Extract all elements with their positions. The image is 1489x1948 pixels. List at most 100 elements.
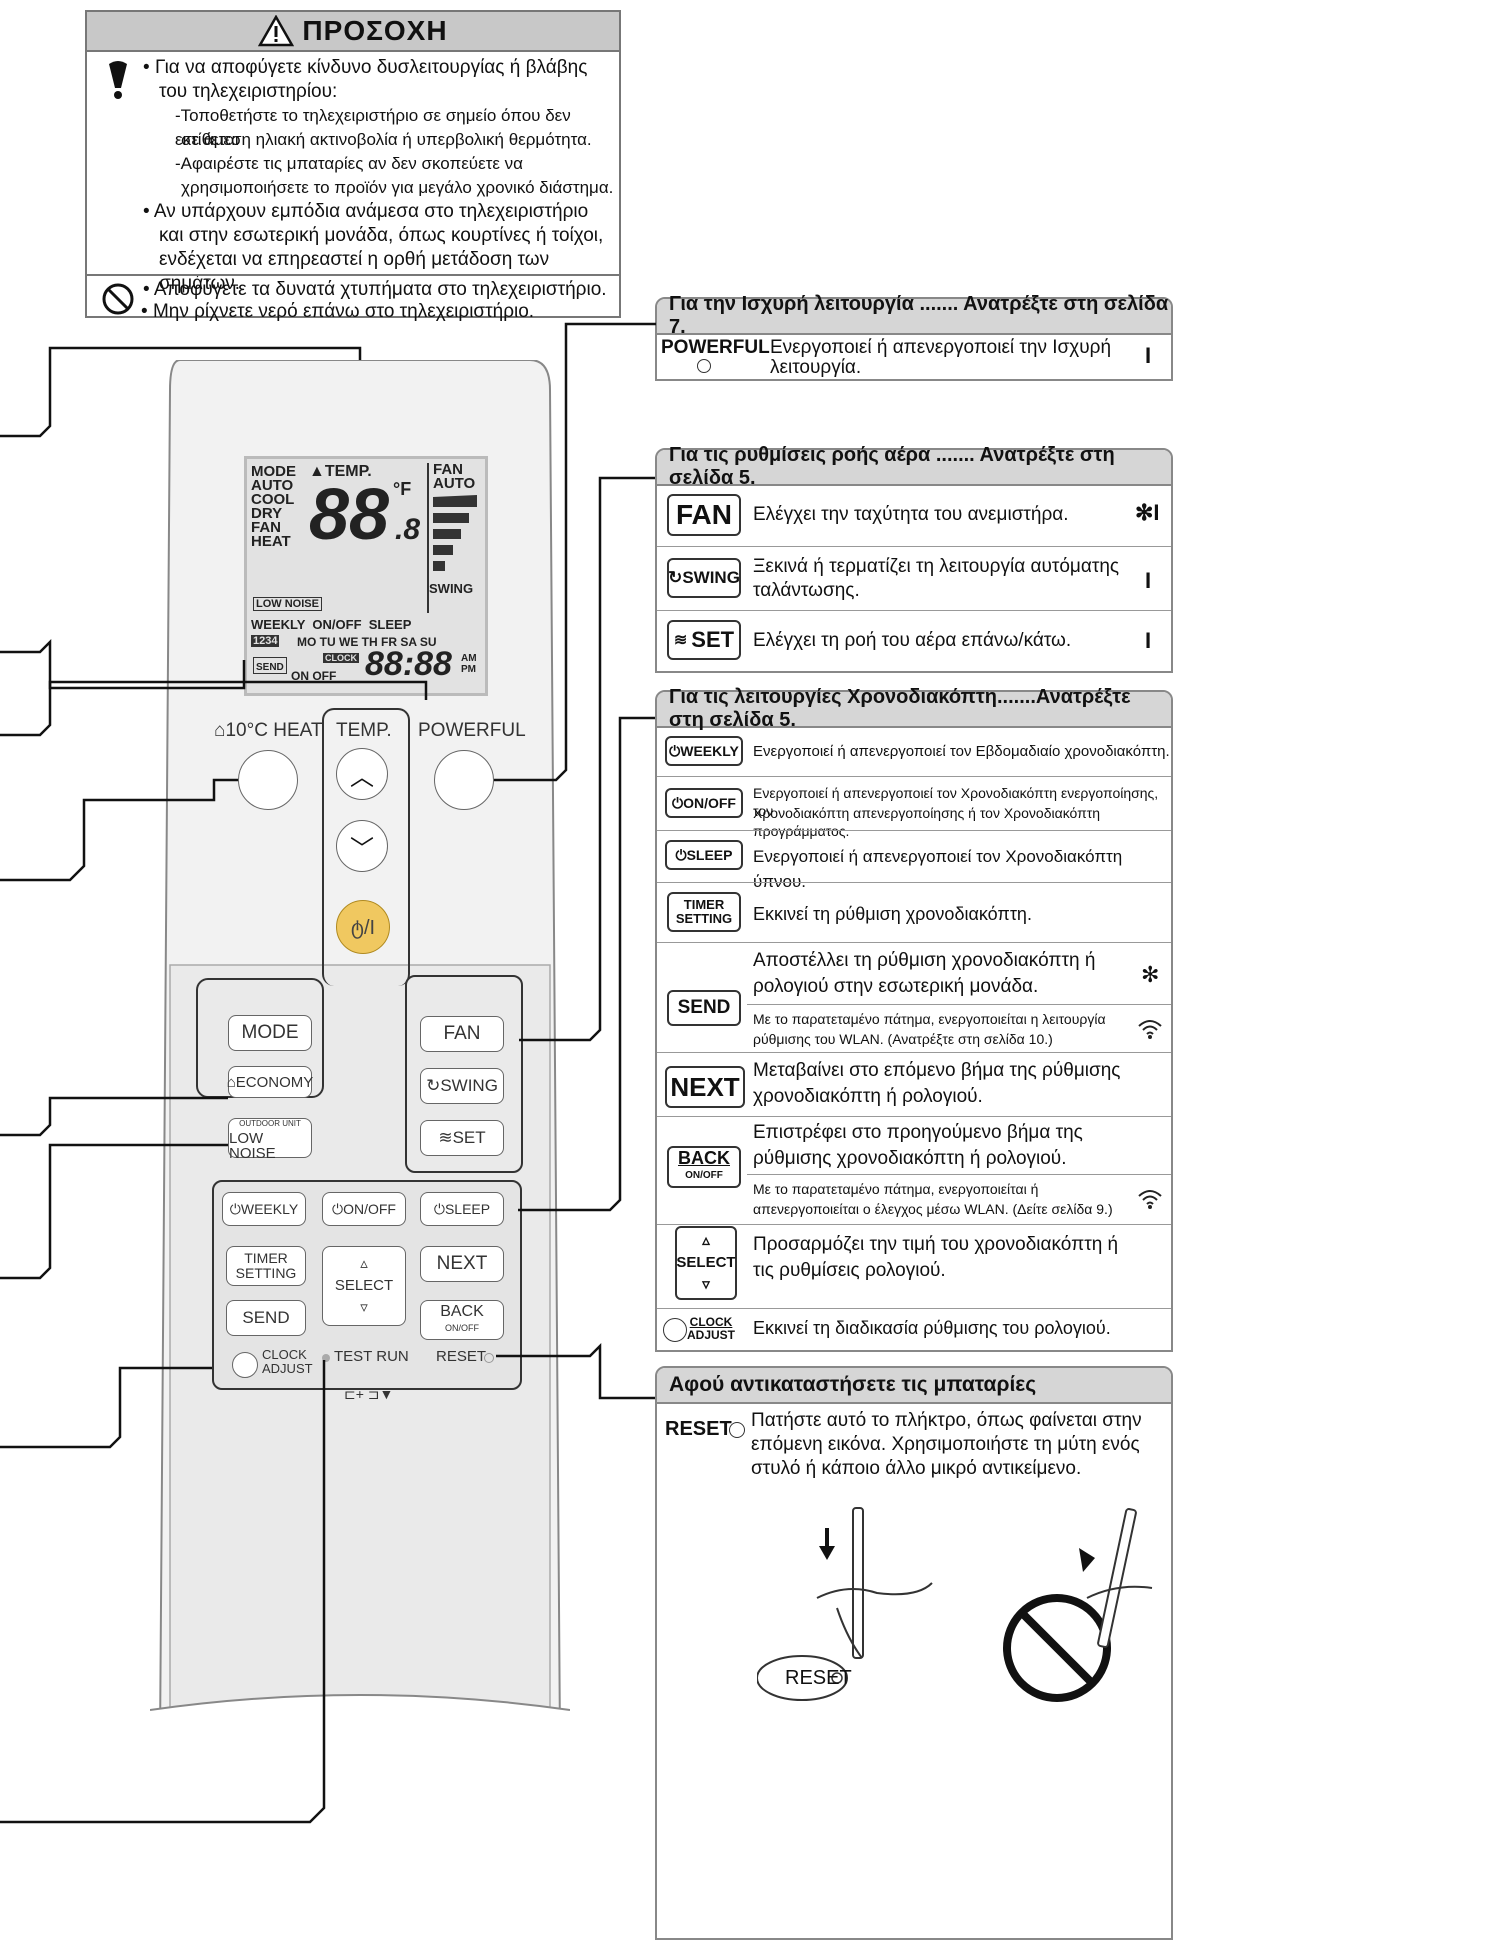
temp-group-frame [322,708,410,986]
lcd-temp-label: ▲TEMP. [309,463,372,480]
airflow-icon: ≋ [673,632,688,649]
caution-bullet-4: • Μην ρίχνετε νερό επάνω στο τηλεχειριστ… [141,301,535,322]
reset-hole[interactable] [484,1353,494,1363]
weekly-button[interactable]: ⏻WEEKLY [222,1192,306,1226]
back-sub-2: απενεργοποιείται ο έλεγχος μέσω WLAN. (Δ… [753,1201,1113,1217]
swing-button[interactable]: ↻SWING [420,1068,504,1104]
fan-speed-bars-icon [433,495,477,571]
heat10-button[interactable] [238,750,298,810]
reset-illustration-label: RESET [785,1667,852,1689]
swing-desc-2: ταλάντωσης. [753,580,860,601]
battery-icon: ⊏+ ⊐▼ [344,1386,394,1402]
lcd-days: MO TU WE TH FR SA SU [297,635,437,649]
select-desc-2: τις ρυθμίσεις ρολογιού. [753,1260,946,1281]
weekly-key: ⏻WEEKLY [665,736,743,766]
reset-panel-title: Αφού αντικαταστήσετε τις μπαταρίες [657,1368,1171,1404]
powerful-mark: I [1145,343,1152,368]
send-mark: ✻ [1141,962,1160,987]
fan-desc: Ελέγχει την ταχύτητα του ανεμιστήρα. [753,504,1069,525]
set-button[interactable]: ≋SET [420,1120,504,1156]
heat10-label: ⌂10°C HEAT [214,720,323,741]
prohibited-illustration [1003,1508,1153,1702]
airflow-group-frame [405,975,523,1173]
powerful-key: POWERFUL [661,337,770,358]
timer-icon: ⏻ [229,1200,241,1217]
economy-button[interactable]: ⌂ECONOMY [226,1066,313,1098]
select-desc-1: Προσαρμόζει την τιμή του χρονοδιακόπτη ή [753,1234,1119,1255]
powerful-desc-2: λειτουργία. [770,357,862,378]
onoff-key: ⏻ON/OFF [665,788,743,818]
powerful-desc-1: Ενεργοποιεί ή απενεργοποιεί την Ισχυρή [770,337,1112,358]
down-arrow-icon: ▿ [702,1276,710,1293]
caution-bullet-3: • Αποφύγετε τα δυνατά χτυπήματα στο τηλε… [143,279,607,300]
clock-desc: Εκκινεί τη διαδικασία ρύθμισης του ρολογ… [753,1318,1111,1338]
heat-icon: ⌂ [214,720,226,741]
back-desc-2: ρύθμισης χρονοδιακόπτη ή ρολογιού. [753,1148,1067,1169]
mode-button[interactable]: MODE [228,1015,312,1051]
onoff-desc-1: Ενεργοποιεί ή απενεργοποιεί τον Χρονοδια… [753,785,1159,819]
onoff-button[interactable]: ⏻ON/OFF [322,1192,406,1226]
temp-up-button[interactable]: ︿ [336,748,388,800]
next-button[interactable]: NEXT [420,1246,504,1282]
caution-sub-1b: σε άμεση ηλιακή ακτινοβολία ή υπερβολική… [181,130,592,149]
next-desc-2: χρονοδιακόπτη ή ρολογιού. [753,1086,983,1107]
sleep-key: ⏻SLEEP [665,840,743,870]
caution-divider [87,274,619,276]
select-button[interactable]: ▵SELECT▿ [322,1246,406,1326]
send-button[interactable]: SEND [226,1300,306,1336]
lcd-low-noise: LOW NOISE [253,597,322,611]
test-run-hole[interactable] [322,1354,330,1362]
lcd-clock: CLOCK [323,653,359,663]
sleep-button[interactable]: ⏻SLEEP [420,1192,504,1226]
chevron-down-icon: ﹀ [350,835,374,863]
temp-down-button[interactable]: ﹀ [336,820,388,872]
fan-button[interactable]: FAN [420,1016,504,1052]
up-arrow-icon: ▵ [360,1255,368,1272]
timer-icon: ⏻ [672,794,684,811]
airflow-icon: ≋ [438,1128,453,1147]
send-desc-1: Αποστέλλει τη ρύθμιση χρονοδιακόπτη ή [753,950,1096,971]
caution-bullet-2b: και στην εσωτερική μονάδα, όπως κουρτίνε… [159,225,604,246]
next-desc-1: Μεταβαίνει στο επόμενο βήμα της ρύθμισης [753,1060,1121,1081]
power-button[interactable]: ტ/I [336,900,390,954]
select-key: ▵SELECT▿ [675,1226,737,1300]
swing-icon: ↻ [668,568,683,587]
caution-bullet-2c: ενδέχεται να επηρεαστεί η ορθή μετάδοση … [159,249,550,294]
powerful-button[interactable] [434,750,494,810]
caution-box: ΠΡΟΣΟΧΗ • Για να αποφύγετε κίνδυνο δυσλε… [85,10,621,318]
reset-panel: Αφού αντικαταστήσετε τις μπαταρίες RESET… [655,1366,1173,1940]
airflow-panel: Για τις ρυθμίσεις ροής αέρα ....... Ανατ… [655,444,1173,673]
clock-adjust-button[interactable] [232,1352,258,1378]
lcd-program-nums: 1234 [251,635,280,647]
timer-icon: ⏻ [675,846,687,863]
warning-icon [258,15,295,47]
caution-bullet-1: • Για να αποφύγετε κίνδυνο δυσλειτουργία… [143,57,588,78]
next-key: NEXT [665,1066,745,1108]
reset-desc-3: στυλό ή κάποιο άλλο μικρό αντικείμενο. [751,1458,1082,1479]
powerful-key-circle [697,359,711,373]
timer-icon: ⏻ [669,742,681,759]
send-sub-2: ρύθμισης του WLAN. (Ανατρέξτε στη σελίδα… [753,1031,1053,1047]
lcd-temp-small: .8 [395,513,421,546]
timer-desc: Εκκινεί τη ρύθμιση χρονοδιακόπτη. [753,904,1032,924]
prohibited-icon [102,283,134,315]
lcd-unit: °F [393,479,412,499]
clock-adjust-circle [663,1318,687,1342]
caution-sub-2b: χρησιμοποιήσετε το προϊόν για μεγάλο χρο… [181,178,614,197]
fan-key: FAN [667,494,741,536]
caution-header: ΠΡΟΣΟΧΗ [87,12,619,52]
reset-desc-2: επόμενη εικόνα. Χρησιμοποιήστε τη μύτη ε… [751,1434,1140,1455]
powerful-label: POWERFUL [418,720,526,741]
airflow-panel-title: Για τις ρυθμίσεις ροής αέρα ....... Ανατ… [657,444,1171,489]
set-key: ≋SET [667,620,741,660]
economy-icon: ⌂ [226,1073,236,1091]
caution-bullet-1-cont: του τηλεχειριστηρίου: [159,81,338,102]
